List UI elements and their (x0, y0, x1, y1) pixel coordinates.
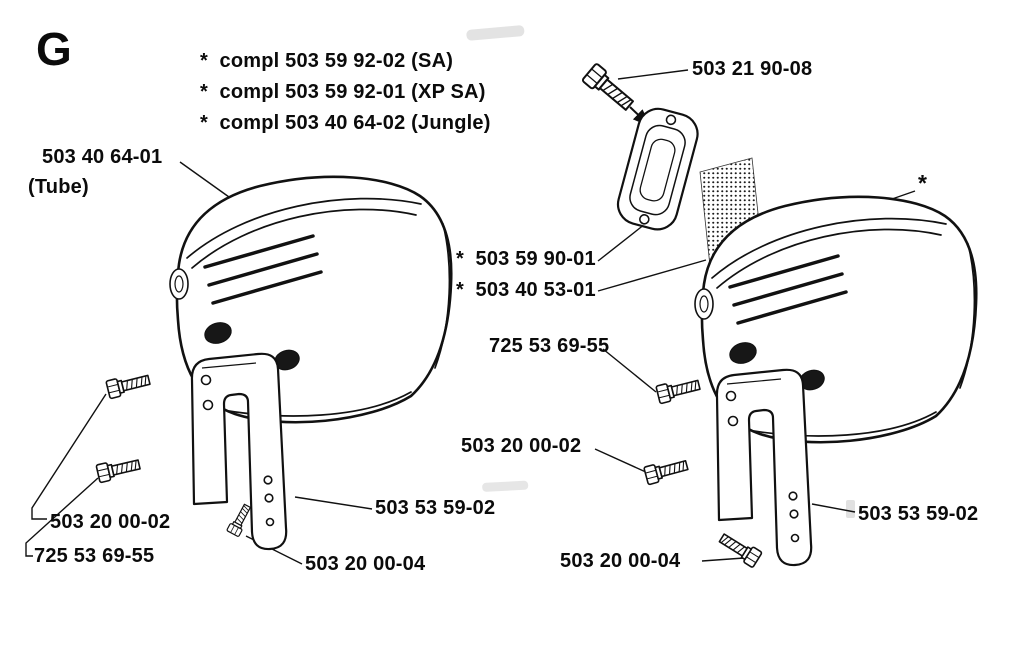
gasket-drawing (616, 107, 699, 231)
callout-variant-mark: * (918, 170, 928, 196)
callout-gasket: * 503 59 90-01 (456, 248, 596, 270)
screw-upper-left-drawing (105, 370, 152, 400)
callout-right-screw-lower: 503 20 00-02 (461, 435, 582, 457)
screw-upper-right-drawing (655, 375, 702, 405)
variant-note-sa: * compl 503 59 92-02 (SA) (200, 50, 454, 72)
callout-left-screw-upper: 503 20 00-02 (50, 511, 171, 533)
callout-right-bracket: 503 53 59-02 (858, 503, 979, 525)
screw-lower-left-drawing (95, 454, 142, 484)
bracket-right-drawing (715, 368, 813, 567)
variant-notes: * compl 503 59 92-02 (SA) * compl 503 59… (200, 46, 491, 139)
print-artifact (466, 25, 855, 518)
callout-right-bottom-screw: 503 20 00-04 (560, 550, 681, 572)
callout-right-screw-upper: 725 53 69-55 (489, 335, 610, 357)
callout-top-bolt: 503 21 90-08 (692, 58, 813, 80)
variant-note-jungle: * compl 503 40 64-02 (Jungle) (200, 112, 491, 134)
callout-tube-caption: (Tube) (28, 176, 89, 198)
bottom-screw-right-drawing (716, 529, 763, 569)
screw-lower-right-drawing (643, 455, 690, 486)
callout-left-bottom-screw: 503 20 00-04 (305, 553, 426, 575)
callout-left-screw-lower: 725 53 69-55 (34, 545, 155, 567)
section-letter: G (36, 23, 73, 75)
variant-note-xpsa: * compl 503 59 92-01 (XP SA) (200, 81, 486, 103)
callout-tube-number: 503 40 64-01 (42, 146, 163, 168)
bottom-screw-left-drawing (226, 502, 254, 538)
leader-lines (25, 69, 916, 565)
callout-left-bracket: 503 53 59-02 (375, 497, 496, 519)
top-bolt-drawing (580, 62, 638, 116)
callout-screen: * 503 40 53-01 (456, 279, 596, 301)
